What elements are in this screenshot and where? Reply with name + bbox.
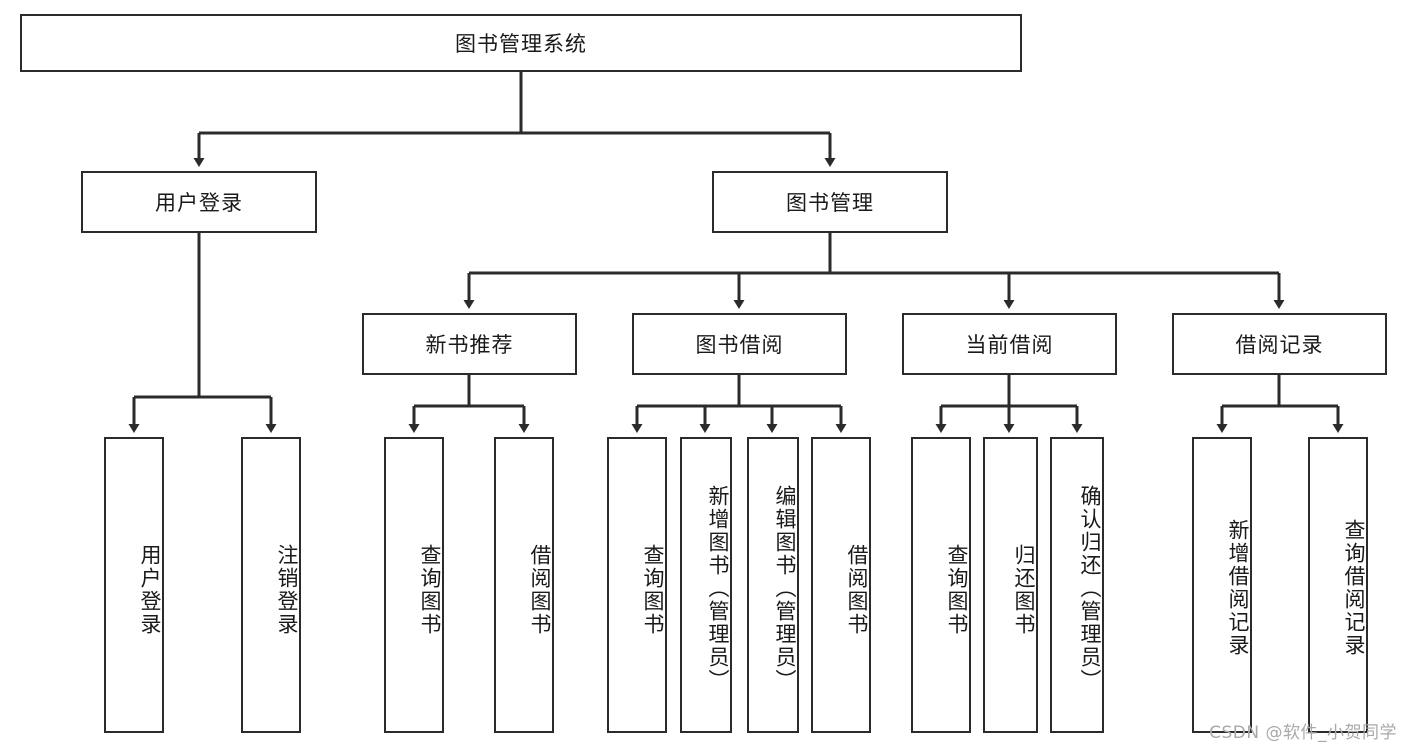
leaf-current-return-book-label: 归还图书 bbox=[1012, 544, 1036, 636]
node-user-login-label: 用户登录 bbox=[155, 191, 243, 215]
node-book-borrow[interactable]: 图书借阅 bbox=[632, 313, 847, 375]
leaf-borrow-borrow-book-label: 借阅图书 bbox=[845, 544, 869, 636]
watermark: CSDN @软件_小贺同学 bbox=[1209, 723, 1397, 743]
leaf-new-book-borrow-label: 借阅图书 bbox=[528, 544, 552, 636]
node-new-book-recommend[interactable]: 新书推荐 bbox=[362, 313, 577, 375]
leaf-user-login-signin[interactable]: 用户登录 bbox=[104, 437, 164, 733]
leaf-new-book-query[interactable]: 查询图书 bbox=[384, 437, 444, 733]
leaf-records-add-record[interactable]: 新增借阅记录 bbox=[1192, 437, 1252, 733]
leaf-current-confirm-return[interactable]: 确认归还（管理员） bbox=[1050, 437, 1104, 733]
leaf-records-query-record[interactable]: 查询借阅记录 bbox=[1308, 437, 1368, 733]
leaf-current-return-book[interactable]: 归还图书 bbox=[983, 437, 1038, 733]
leaf-user-login-signout-label: 注销登录 bbox=[275, 544, 299, 636]
leaf-borrow-add-book-label: 新增图书（管理员） bbox=[706, 484, 730, 692]
leaf-user-login-signout[interactable]: 注销登录 bbox=[241, 437, 301, 733]
node-root[interactable]: 图书管理系统 bbox=[20, 14, 1022, 72]
leaf-borrow-edit-book-label: 编辑图书（管理员） bbox=[773, 484, 797, 692]
leaf-borrow-add-book[interactable]: 新增图书（管理员） bbox=[680, 437, 732, 733]
node-current-borrow-label: 当前借阅 bbox=[965, 333, 1054, 357]
node-root-label: 图书管理系统 bbox=[455, 32, 587, 56]
node-book-management-label: 图书管理 bbox=[786, 191, 874, 215]
leaf-new-book-borrow[interactable]: 借阅图书 bbox=[494, 437, 554, 733]
node-user-login[interactable]: 用户登录 bbox=[81, 171, 317, 233]
leaf-new-book-query-label: 查询图书 bbox=[418, 544, 442, 636]
node-borrow-records[interactable]: 借阅记录 bbox=[1172, 313, 1387, 375]
leaf-current-query-book-label: 查询图书 bbox=[945, 544, 969, 636]
leaf-records-add-record-label: 新增借阅记录 bbox=[1226, 519, 1250, 657]
leaf-borrow-edit-book[interactable]: 编辑图书（管理员） bbox=[747, 437, 799, 733]
leaf-borrow-borrow-book[interactable]: 借阅图书 bbox=[811, 437, 871, 733]
node-current-borrow[interactable]: 当前借阅 bbox=[902, 313, 1117, 375]
node-new-book-recommend-label: 新书推荐 bbox=[425, 333, 514, 357]
leaf-borrow-query-book-label: 查询图书 bbox=[641, 544, 665, 636]
leaf-current-confirm-return-label: 确认归还（管理员） bbox=[1078, 484, 1102, 692]
leaf-user-login-signin-label: 用户登录 bbox=[138, 544, 162, 636]
leaf-current-query-book[interactable]: 查询图书 bbox=[911, 437, 971, 733]
leaf-borrow-query-book[interactable]: 查询图书 bbox=[607, 437, 667, 733]
node-borrow-records-label: 借阅记录 bbox=[1235, 333, 1324, 357]
node-book-management[interactable]: 图书管理 bbox=[712, 171, 948, 233]
leaf-records-query-record-label: 查询借阅记录 bbox=[1342, 519, 1366, 657]
node-book-borrow-label: 图书借阅 bbox=[695, 333, 784, 357]
